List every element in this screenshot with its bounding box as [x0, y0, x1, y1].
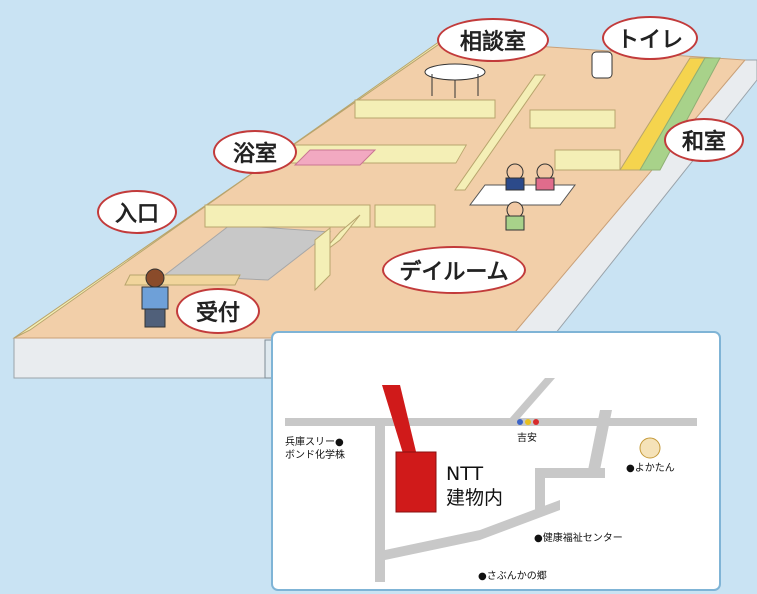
reception-label: 受付: [176, 288, 260, 334]
map-road: [375, 420, 385, 582]
map-road: [285, 418, 697, 426]
toilet-label: トイレ: [602, 16, 698, 60]
bath-tub: [293, 149, 377, 166]
wall-toilet-side: [554, 149, 621, 171]
wall-partition-3: [454, 74, 546, 191]
landmark-kichiyasu: 吉安: [517, 433, 537, 444]
toilet-fixture: [591, 51, 613, 79]
map-road: [588, 410, 612, 470]
japanese-room-label: 和室: [664, 118, 744, 162]
receptionist-icon: [145, 268, 165, 288]
map-road: [385, 500, 560, 560]
wall-center: [374, 204, 436, 228]
landmark-yokatan: ●よかたん: [626, 463, 675, 474]
ntt-label-line2: 建物内: [446, 487, 504, 509]
consultation-table: [424, 63, 486, 81]
wall-toilet-front: [529, 109, 616, 129]
location-pointer: [382, 385, 418, 460]
wall-partition-2: [314, 226, 331, 292]
day-room-label: デイルーム: [382, 246, 526, 294]
consultation-room-label: 相談室: [437, 18, 549, 62]
map-road: [510, 378, 555, 418]
ntt-building-marker: [395, 451, 437, 513]
landmark-hyogo-3m: 兵庫スリー● ボンド化学株: [285, 437, 345, 461]
entrance-label: 入口: [97, 190, 177, 234]
wall-bath-front: [204, 204, 371, 228]
landmark-kisanka: ●さぶんかの郷: [478, 571, 547, 582]
reception-counter: [124, 274, 241, 286]
bath-room-label: 浴室: [213, 130, 297, 174]
landmark-health-center: ●健康福祉センター: [534, 533, 623, 544]
japanese-room-green: [639, 57, 721, 171]
hot-spring-icon: [639, 437, 661, 459]
ntt-label-line1: NTT: [446, 463, 484, 485]
wall-consult-front: [354, 99, 496, 119]
